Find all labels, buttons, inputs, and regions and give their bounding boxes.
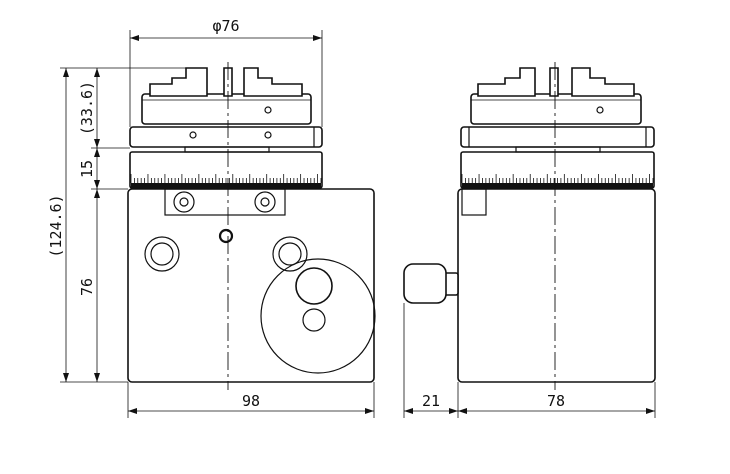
- front-handwheel-hub: [302, 308, 326, 332]
- dim-side-width: 78: [547, 392, 565, 410]
- dim-dial-thickness: 15: [78, 160, 96, 178]
- front-index-pin: [218, 228, 234, 244]
- front-jaw-right: [243, 67, 303, 97]
- dial-scale-band: [131, 183, 321, 188]
- front-dial-scale: [130, 174, 322, 188]
- front-table-base: [129, 126, 323, 148]
- dial-scale-band: [462, 183, 653, 188]
- front-table-hole: [264, 131, 272, 139]
- side-chuck: [470, 93, 642, 125]
- side-knob: [403, 263, 447, 304]
- front-chuck-hole: [264, 106, 272, 114]
- front-bolt-left: [144, 236, 180, 272]
- front-body: [127, 188, 375, 383]
- dim-knob-projection: 21: [422, 392, 440, 410]
- side-jaw-center: [549, 67, 559, 97]
- dim-total-height: (124.6): [47, 194, 65, 257]
- side-view: [403, 62, 656, 390]
- front-jaw-center: [223, 67, 233, 97]
- front-bolt-right: [272, 236, 308, 272]
- dim-body-height: 76: [78, 278, 96, 296]
- dim-diameter: φ76: [212, 17, 239, 35]
- side-dial-scale: [461, 174, 654, 188]
- front-screw-left: [173, 191, 195, 213]
- front-top-block: [164, 188, 286, 216]
- front-view: [127, 62, 376, 390]
- dim-jaw-height: (33.6): [78, 81, 96, 135]
- dimension-lines: [60, 30, 656, 418]
- front-handwheel-knob: [295, 267, 333, 305]
- side-jaw-right: [571, 67, 635, 97]
- side-body: [457, 188, 656, 383]
- dim-front-width: 98: [242, 392, 260, 410]
- side-table-base: [460, 126, 655, 148]
- front-screw-right: [254, 191, 276, 213]
- front-jaw-left: [149, 67, 208, 97]
- front-chuck: [141, 93, 312, 125]
- front-table-neck: [184, 146, 270, 153]
- front-table-hole: [189, 131, 197, 139]
- side-jaw-left: [477, 67, 536, 97]
- side-chuck-hole: [596, 106, 604, 114]
- front-handwheel: [260, 258, 376, 374]
- side-top-block: [461, 188, 487, 216]
